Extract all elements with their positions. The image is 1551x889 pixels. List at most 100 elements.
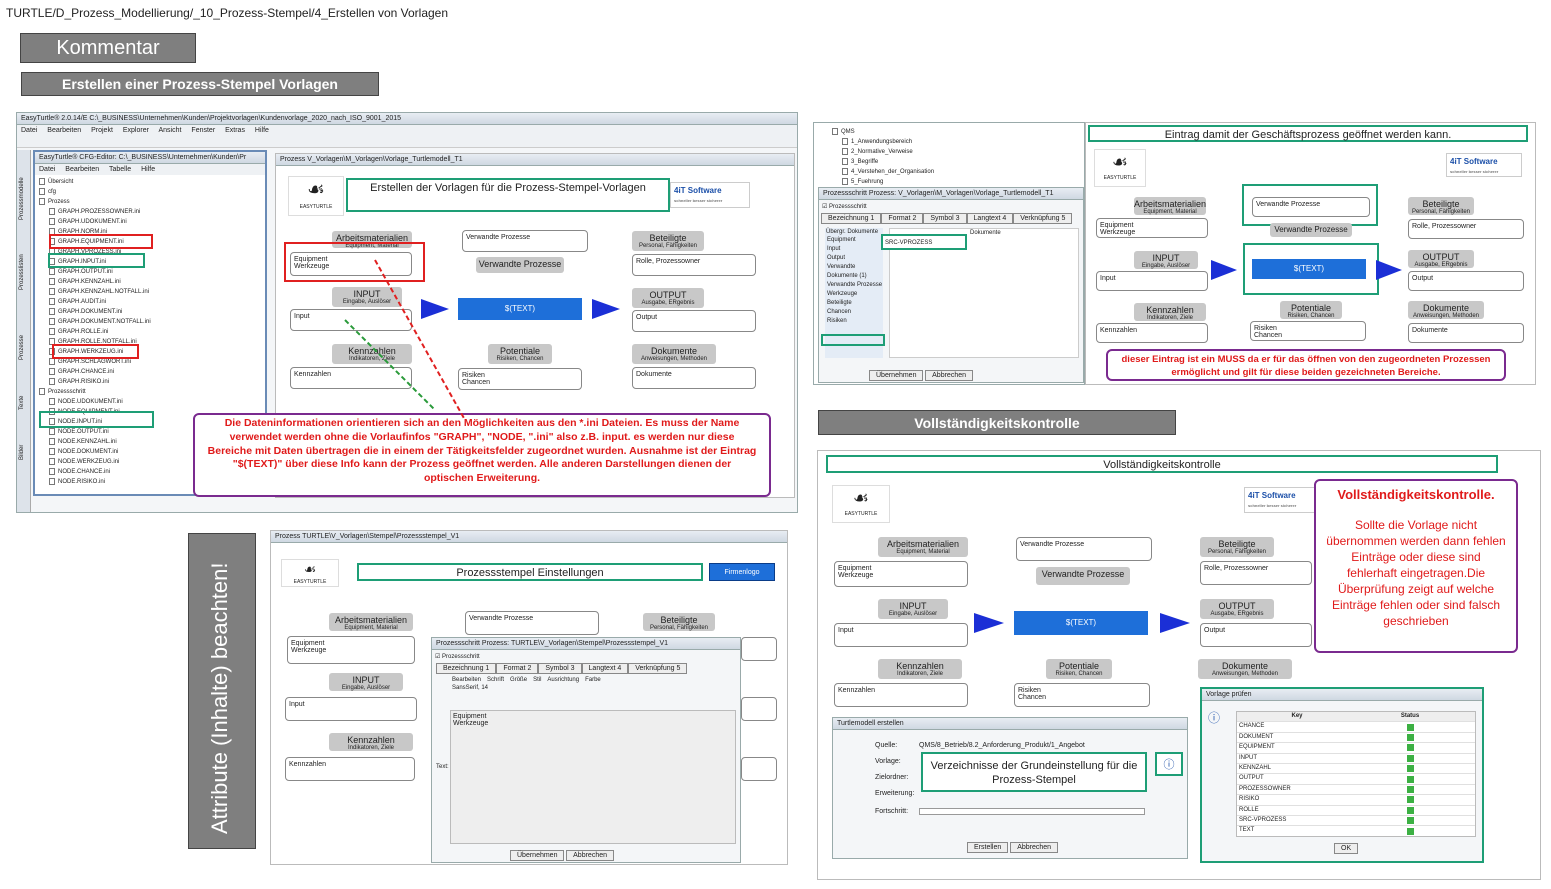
qms-left-item[interactable]: Equipment [827, 237, 856, 243]
qms-left-item[interactable]: Output [827, 255, 846, 261]
stempel-menu-bearbeiten[interactable]: Bearbeiten [452, 677, 482, 683]
qms-tab-3[interactable]: Symbol 3 [923, 213, 967, 224]
tree-node-item[interactable]: NODE.INPUT.ini [35, 417, 265, 427]
menu-fenster[interactable]: Fenster [191, 127, 216, 134]
qms-tree-item[interactable]: 1_Anwendungsbereich [828, 137, 1084, 147]
stempel-tab-1[interactable]: Bezeichnung 1 [436, 663, 497, 674]
box-rolle-4[interactable]: Rolle, Prozessowner [1200, 561, 1312, 585]
tree-graph-item[interactable]: GRAPH.DOKUMENT.NOTFALL.ini [35, 317, 265, 327]
menu-ansicht[interactable]: Ansicht [158, 127, 182, 134]
qms-tab-1[interactable]: Bezeichnung 1 [821, 213, 882, 224]
qms-left-item[interactable]: Dokumente (1) [827, 273, 867, 279]
box-kennzahlen-2[interactable]: Kennzahlen [1096, 323, 1208, 343]
tree-node-item[interactable]: NODE.UDOKUMENT.ini [35, 397, 265, 407]
pruefen-ok-button[interactable]: OK [1334, 843, 1359, 854]
stempel-menu-schrift[interactable]: Schrift [487, 677, 505, 683]
box-verwandte-2[interactable]: Verwandte Prozesse [1252, 197, 1370, 217]
abbrechen-button[interactable]: Abbrechen [1010, 842, 1059, 853]
stempel-menu-farbe[interactable]: Farbe [585, 677, 601, 683]
qms-root[interactable]: QMS [828, 127, 1084, 137]
stempel-tab-4[interactable]: Langtext 4 [581, 663, 629, 674]
stempel-menu-groesse[interactable]: Größe [510, 677, 528, 683]
box-input[interactable]: Input [290, 309, 412, 331]
cfg-menu-bearbeiten[interactable]: Bearbeiten [65, 166, 100, 173]
box-rolle[interactable]: Rolle, Prozessowner [632, 254, 756, 276]
menu-explorer[interactable]: Explorer [122, 127, 149, 134]
qms-left-item[interactable]: Verwandte Prozesse [827, 282, 883, 288]
qms-chk[interactable]: ☑ Prozessschritt [822, 204, 867, 210]
tree-node-item[interactable]: NODE.OUTPUT.ini [35, 427, 265, 437]
stempel-ok-button[interactable]: Übernehmen [510, 850, 565, 861]
box-kennzahlen-4[interactable]: Kennzahlen [834, 683, 968, 707]
qms-left-item[interactable]: Werkzeuge [827, 291, 858, 297]
stempel-menu-ausrichtung[interactable]: Ausrichtung [547, 677, 580, 683]
box-kennzahlen-3[interactable]: Kennzahlen [285, 757, 415, 781]
tree-node-item[interactable]: NODE.KENNZAHL.ini [35, 437, 265, 447]
box-input-4[interactable]: Input [834, 623, 968, 647]
tree-prozessschritt[interactable]: Prozessschritt [35, 387, 265, 397]
menu-hilfe[interactable]: Hilfe [254, 127, 269, 134]
box-dokumente-2[interactable]: Dokumente [1408, 323, 1524, 343]
menu-bearbeiten[interactable]: Bearbeiten [47, 127, 82, 134]
tree-root[interactable]: Übersicht [35, 177, 265, 187]
qms-tab-5[interactable]: Verknüpfung 5 [1013, 213, 1073, 224]
qms-left-item[interactable]: Risiken [827, 318, 847, 324]
menu-projekt[interactable]: Projekt [91, 127, 113, 134]
cfg-menu-tabelle[interactable]: Tabelle [108, 166, 132, 173]
tree-prozess[interactable]: Prozess [35, 197, 265, 207]
stempel-tab-5[interactable]: Verknüpfung 5 [628, 663, 688, 674]
tree-graph-item[interactable]: GRAPH.PROZESSOWNER.ini [35, 207, 265, 217]
stempel-tab-2[interactable]: Format 2 [496, 663, 539, 674]
qms-tree-item[interactable]: 2_Normative_Verweise [828, 147, 1084, 157]
quelle-value[interactable]: QMS/8_Betrieb/8.2_Anforderung_Produkt/1_… [919, 742, 1085, 749]
box-rolle-3[interactable] [741, 637, 777, 661]
box-rolle-2[interactable]: Rolle, Prozessowner [1408, 219, 1524, 239]
tree-graph-item[interactable]: GRAPH.UDOKUMENT.ini [35, 217, 265, 227]
qms-left-item[interactable]: Beteiligte [827, 300, 852, 306]
box-output-4[interactable]: Output [1200, 623, 1312, 647]
qms-tree-item[interactable]: 3_Begriffe [828, 157, 1084, 167]
tree-graph-item[interactable]: GRAPH.DOKUMENT.ini [35, 307, 265, 317]
tree-graph-item[interactable]: GRAPH.OUTPUT.ini [35, 267, 265, 277]
box-kennzahlen[interactable]: Kennzahlen [290, 367, 412, 389]
tree-node-item[interactable]: NODE.WERKZEUG.ini [35, 457, 265, 467]
center-text-4[interactable]: $(TEXT) [1014, 611, 1148, 635]
box-verwandte-4[interactable]: Verwandte Prozesse [1016, 537, 1152, 561]
stempel-cancel-button[interactable]: Abbrechen [566, 850, 614, 861]
cfg-menu-hilfe[interactable]: Hilfe [141, 166, 156, 173]
box-dokumente-3[interactable] [741, 757, 777, 781]
stempel-menu-stil[interactable]: Stil [533, 677, 542, 683]
box-input-2[interactable]: Input [1096, 271, 1208, 291]
erstellen-button[interactable]: Erstellen [967, 842, 1009, 853]
tree-graph-item[interactable]: GRAPH.ROLLE.ini [35, 327, 265, 337]
box-output[interactable]: Output [632, 310, 756, 332]
qms-tree-item[interactable]: 4_Verstehen_der_Organisation [828, 167, 1084, 177]
info-icon[interactable]: ⓘ [1155, 752, 1183, 776]
box-verwandte-3[interactable]: Verwandte Prozesse [465, 611, 599, 635]
tree-cfg[interactable]: cfg [35, 187, 265, 197]
cfg-menu-datei[interactable]: Datei [39, 166, 56, 173]
qms-left-item[interactable]: Chancen [827, 309, 852, 315]
tree-graph-item[interactable]: GRAPH.RISIKO.ini [35, 377, 265, 387]
qms-tab-4[interactable]: Langtext 4 [966, 213, 1014, 224]
box-dokumente[interactable]: Dokumente [632, 367, 756, 389]
stempel-text-area[interactable]: Equipment Werkzeuge [450, 710, 736, 844]
tree-graph-item[interactable]: GRAPH.KENNZAHL.NOTFALL.ini [35, 287, 265, 297]
qms-tab-2[interactable]: Format 2 [881, 213, 924, 224]
box-output-2[interactable]: Output [1408, 271, 1524, 291]
menu-extras[interactable]: Extras [225, 127, 245, 134]
box-verwandte[interactable]: Verwandte Prozesse [462, 230, 588, 252]
tree-node-item[interactable]: NODE.CHANCE.ini [35, 467, 265, 477]
menu-datei[interactable]: Datei [21, 127, 38, 134]
tree-node-item[interactable]: NODE.DOKUMENT.ini [35, 447, 265, 457]
stempel-tab-3[interactable]: Symbol 3 [538, 663, 582, 674]
qms-left-item[interactable]: Input [827, 246, 841, 252]
firmenlogo-button[interactable]: Firmenlogo [709, 563, 775, 581]
tree-graph-item[interactable]: GRAPH.CHANCE.ini [35, 367, 265, 377]
